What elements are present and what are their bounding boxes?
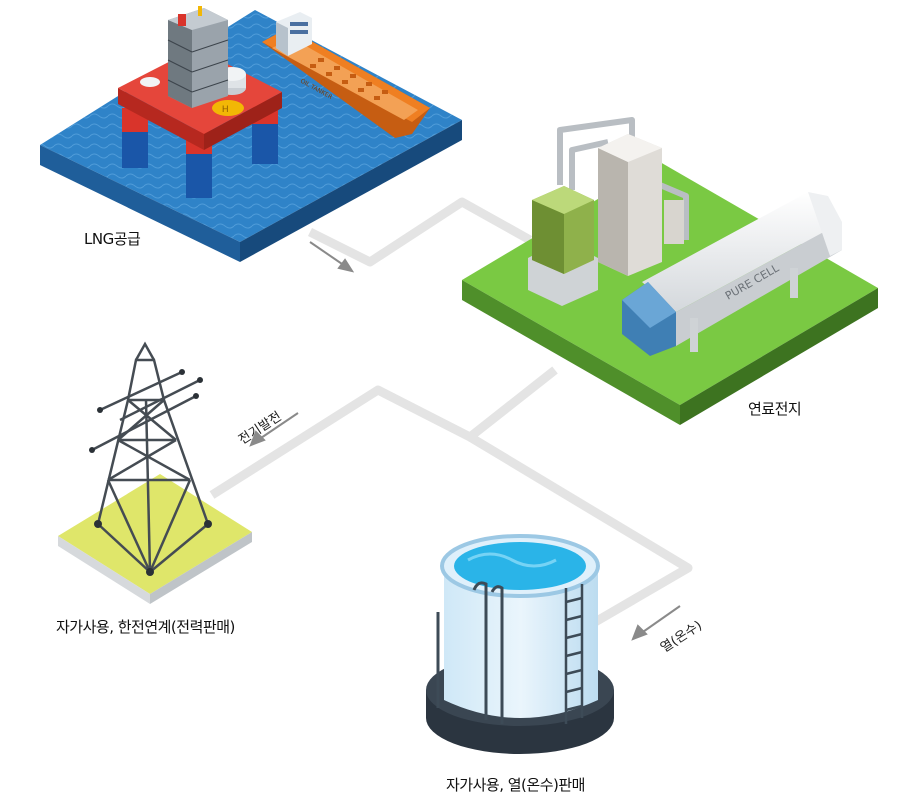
lng-supply-label: LNG공급 bbox=[84, 228, 140, 249]
process-vessel bbox=[598, 134, 662, 276]
fuel-cell-plant bbox=[462, 120, 878, 425]
grid-sales-label: 자가사용, 한전연계(전력판매) bbox=[56, 616, 235, 637]
hot-water-tank bbox=[426, 536, 614, 754]
svg-text:H: H bbox=[222, 104, 229, 114]
fuel-cell-label: 연료전지 bbox=[748, 398, 801, 419]
lng-supply-scene: H bbox=[40, 6, 462, 262]
heat-sales-label: 자가사용, 열(온수)판매 bbox=[446, 774, 585, 795]
power-tower-scene bbox=[58, 344, 252, 604]
reformer-column bbox=[528, 186, 598, 306]
pipe-lng-to-fuelcell bbox=[310, 202, 530, 262]
